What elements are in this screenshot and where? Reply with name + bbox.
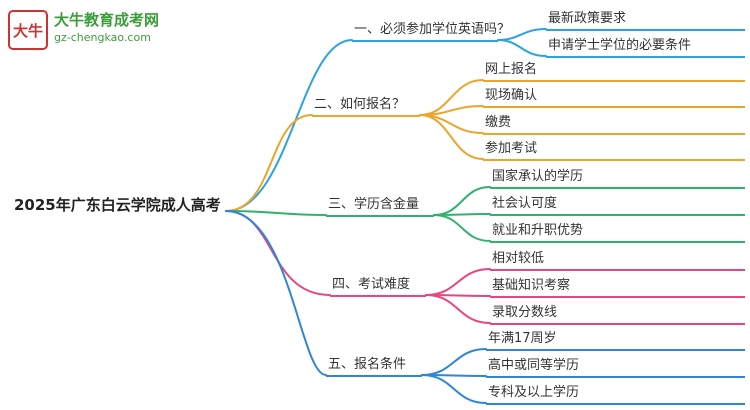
leaf-node[interactable]: 社会认可度 (490, 196, 745, 216)
leaf-node[interactable]: 申请学士学位的必要条件 (546, 38, 745, 58)
branch-node-2[interactable]: 二、如何报名？ (312, 97, 420, 117)
connector-line (433, 213, 491, 216)
logo-site-url: gz-chengkao.com (54, 31, 151, 44)
leaf-node[interactable]: 参加考试 (483, 141, 745, 161)
leaf-node[interactable]: 专科及以上学历 (486, 385, 745, 405)
connector-line (419, 79, 484, 116)
leaf-node[interactable]: 高中或同等学历 (486, 358, 745, 378)
connector-line (421, 374, 487, 377)
leaf-node[interactable]: 网上报名 (483, 62, 745, 82)
connector-line (433, 186, 491, 216)
connector-line (419, 114, 484, 160)
connector-line (425, 268, 491, 296)
connector-line (421, 374, 487, 404)
leaf-node[interactable]: 国家承认的学历 (490, 169, 745, 189)
site-logo: 大牛 大牛教育成考网 gz-chengkao.com (8, 10, 159, 50)
leaf-node[interactable]: 缴费 (483, 115, 745, 135)
connector-line (225, 114, 313, 212)
leaf-node[interactable]: 就业和升职优势 (490, 223, 745, 243)
connector-line (497, 39, 547, 57)
branch-node-4[interactable]: 四、考试难度 (330, 277, 426, 297)
connector-line (225, 210, 327, 216)
leaf-node[interactable]: 录取分数线 (490, 305, 745, 325)
branch-node-5[interactable]: 五、报名条件 (326, 357, 422, 377)
logo-badge-icon: 大牛 (8, 10, 48, 50)
branch-node-3[interactable]: 三、学历含金量 (326, 197, 434, 217)
connector-line (425, 294, 491, 324)
connector-line (225, 39, 353, 212)
leaf-node[interactable]: 基础知识考察 (490, 278, 745, 298)
leaf-node[interactable]: 相对较低 (490, 251, 745, 271)
connector-line (421, 348, 487, 376)
logo-site-name: 大牛教育成考网 (54, 11, 160, 29)
root-node[interactable]: 2025年广东白云学院成人高考 (14, 196, 221, 214)
leaf-node[interactable]: 年满17周岁 (486, 331, 745, 351)
connector-line (419, 105, 484, 116)
connector-line (419, 114, 484, 134)
connector-line (425, 294, 491, 297)
connector-line (433, 214, 491, 242)
connector-line (225, 210, 327, 376)
leaf-node[interactable]: 最新政策要求 (546, 11, 745, 31)
leaf-node[interactable]: 现场确认 (483, 88, 745, 108)
branch-node-1[interactable]: 一、必须参加学位英语吗？ (352, 22, 510, 42)
connector-line (225, 210, 331, 296)
